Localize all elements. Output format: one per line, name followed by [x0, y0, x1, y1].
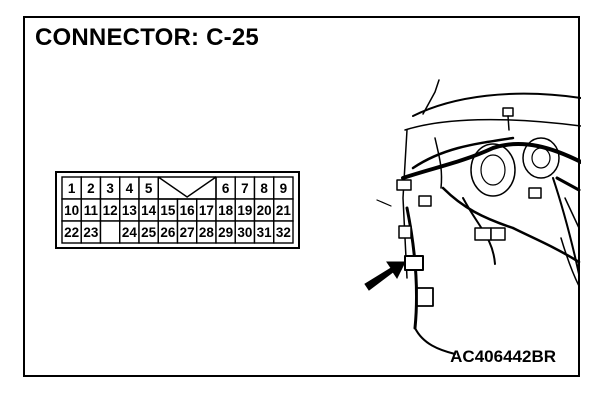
- pin-label-25: 25: [141, 225, 157, 240]
- connector-title: CONNECTOR: C-25: [35, 24, 259, 51]
- harness-connector-1: [396, 179, 412, 191]
- harness-connector-6: [416, 287, 434, 307]
- pin-label-28: 28: [199, 225, 215, 240]
- pin-label-1: 1: [68, 181, 76, 196]
- dashboard-lower-edge: [404, 118, 581, 131]
- target-connector: [404, 255, 424, 271]
- gauge-left-inner: [480, 154, 506, 186]
- pin-label-23: 23: [83, 225, 99, 240]
- pin-label-30: 30: [237, 225, 252, 240]
- pin-label-32: 32: [276, 225, 291, 240]
- pin-label-19: 19: [237, 203, 252, 218]
- pin-label-21: 21: [276, 203, 292, 218]
- harness-upper-bundle: [411, 136, 515, 170]
- pin-label-6: 6: [222, 181, 230, 196]
- pin-label-24: 24: [122, 225, 138, 240]
- pin-label-18: 18: [218, 203, 234, 218]
- dashboard-pillar: [402, 129, 408, 279]
- pointer-arrow: [364, 261, 406, 291]
- harness-clip-left: [376, 199, 392, 207]
- dashboard-top-antenna: [422, 79, 440, 115]
- figure-code: AC406442BR: [450, 347, 556, 366]
- pin-label-22: 22: [64, 225, 79, 240]
- pin-label-13: 13: [122, 203, 138, 218]
- pin-label-15: 15: [160, 203, 176, 218]
- harness-connector-8-lead: [507, 115, 510, 131]
- harness-connector-3: [474, 227, 492, 241]
- pin-label-31: 31: [257, 225, 273, 240]
- pin-label-26: 26: [160, 225, 176, 240]
- harness-lead-lower-right: [560, 237, 580, 287]
- harness-right-drop: [552, 177, 580, 275]
- pin-label-7: 7: [241, 181, 249, 196]
- harness-branch-1: [441, 186, 515, 230]
- pin-label-8: 8: [260, 181, 268, 196]
- pin-cell-32: [273, 220, 294, 244]
- pin-label-20: 20: [257, 203, 272, 218]
- harness-tail: [414, 327, 456, 355]
- harness-connector-4: [490, 227, 506, 241]
- pin-label-11: 11: [84, 203, 99, 218]
- gauge-right: [522, 137, 560, 179]
- gauge-right-inner: [531, 147, 551, 169]
- pin-label-2: 2: [87, 181, 95, 196]
- gauge-left: [470, 143, 516, 197]
- pin-label-27: 27: [180, 225, 195, 240]
- harness-connector-5: [398, 225, 412, 239]
- dashboard-outline: [412, 92, 581, 117]
- harness-connector-2: [418, 195, 432, 207]
- harness-connector-7: [528, 187, 542, 199]
- pin-label-16: 16: [180, 203, 196, 218]
- pin-cell-empty: [99, 220, 121, 244]
- harness-lead-right: [564, 197, 580, 229]
- harness-main-bundle: [401, 141, 581, 180]
- harness-branch-2: [511, 226, 581, 264]
- pin-label-5: 5: [145, 181, 153, 196]
- harness-connector-8: [502, 107, 514, 117]
- harness-illustration: [364, 79, 581, 355]
- pin-label-12: 12: [103, 203, 118, 218]
- pin-label-3: 3: [106, 181, 114, 196]
- pin-label-17: 17: [199, 203, 214, 218]
- pin-label-4: 4: [126, 181, 134, 196]
- pin-label-9: 9: [280, 181, 288, 196]
- pin-label-29: 29: [218, 225, 233, 240]
- connector-key-slot: [157, 176, 217, 200]
- dashboard-bracket: [434, 137, 443, 189]
- pin-label-10: 10: [64, 203, 79, 218]
- harness-clip-right: [555, 176, 581, 192]
- pin-label-14: 14: [141, 203, 157, 218]
